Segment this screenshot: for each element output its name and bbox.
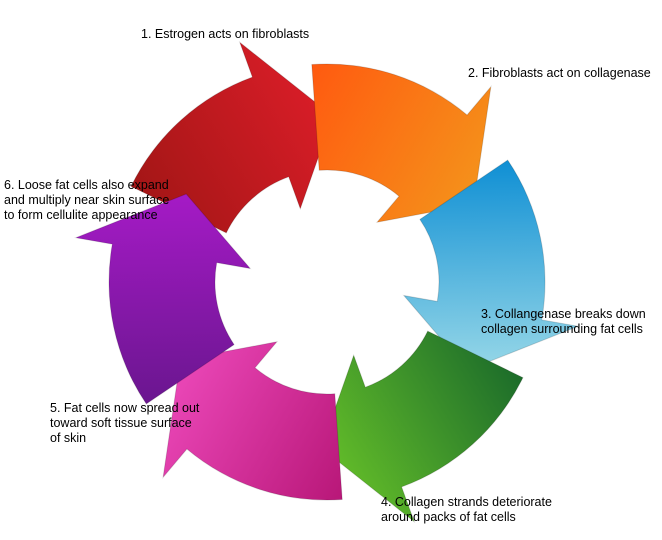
step-4-label: 4. Collagen strands deteriorate around p… <box>381 495 552 524</box>
step-2-label: 2. Fibroblasts act on collagenase <box>468 66 651 80</box>
cycle-arrow-6 <box>74 193 252 405</box>
step-1-label: 1. Estrogen acts on fibroblasts <box>141 27 310 41</box>
step-5-label: 5. Fat cells now spread out toward soft … <box>50 401 200 445</box>
cycle-arrow-2 <box>311 63 492 223</box>
step-3-label: 3. Collangenase breaks down collagen sur… <box>481 307 646 336</box>
step-6-label: 6. Loose fat cells also expand and multi… <box>4 178 170 222</box>
cycle-arrow-3 <box>402 159 580 371</box>
cycle-arrow-4 <box>320 330 524 524</box>
cycle-arrow-1 <box>130 40 334 234</box>
cycle-arrow-5 <box>162 341 343 501</box>
